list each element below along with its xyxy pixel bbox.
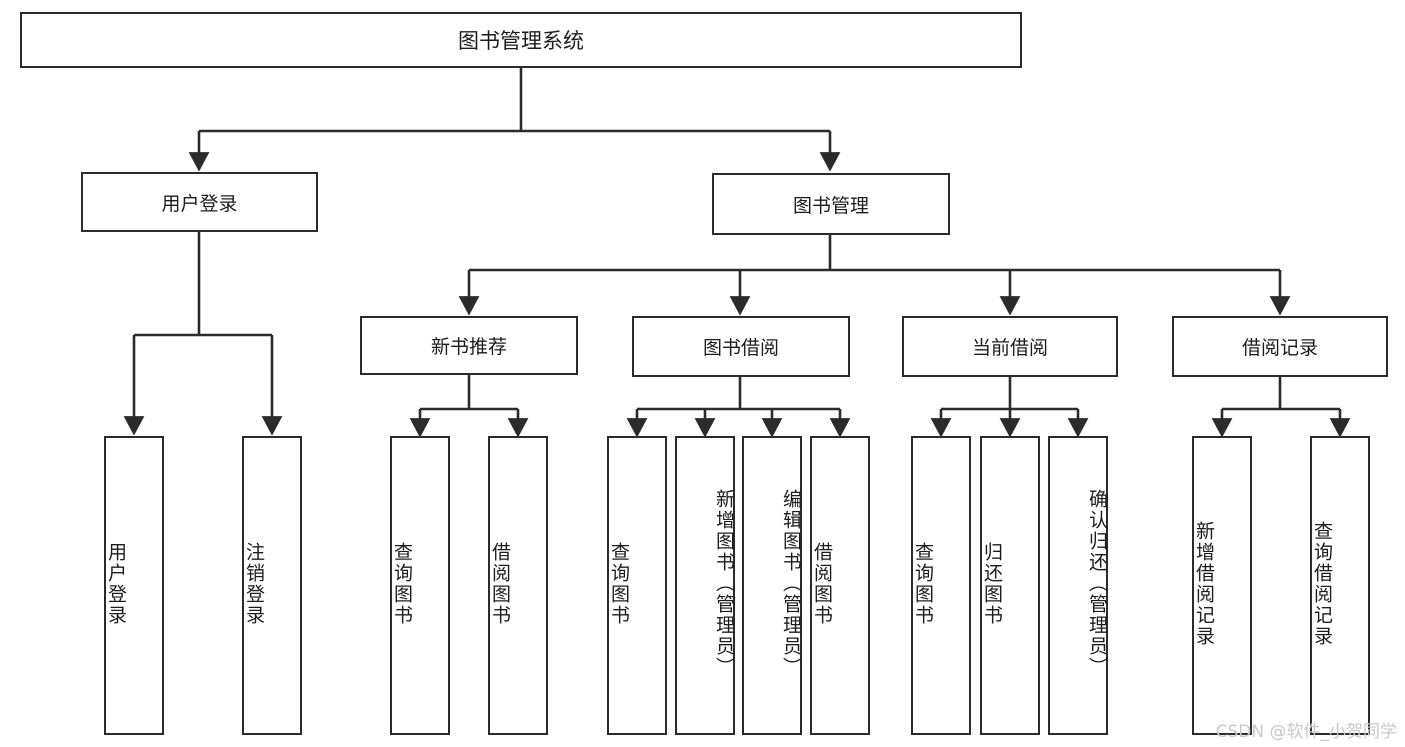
leaf-edit-book-admin[interactable]: 编辑图书（管理员） xyxy=(742,436,802,735)
node-current-borrow[interactable]: 当前借阅 xyxy=(902,316,1118,377)
node-root-system[interactable]: 图书管理系统 xyxy=(20,12,1022,68)
leaf-user-logout[interactable]: 注销登录 xyxy=(242,436,302,735)
node-new-book-recommend[interactable]: 新书推荐 xyxy=(360,316,578,375)
leaf-query-book-recommend[interactable]: 查询图书 xyxy=(390,436,450,735)
node-borrow-record[interactable]: 借阅记录 xyxy=(1172,316,1388,377)
leaf-query-book-current[interactable]: 查询图书 xyxy=(911,436,971,735)
node-book-management[interactable]: 图书管理 xyxy=(712,173,950,235)
leaf-return-book[interactable]: 归还图书 xyxy=(980,436,1040,735)
leaf-borrow-book-recommend[interactable]: 借阅图书 xyxy=(488,436,548,735)
leaf-user-login[interactable]: 用户登录 xyxy=(104,436,164,735)
node-book-borrow[interactable]: 图书借阅 xyxy=(632,316,850,377)
leaf-query-book-borrow[interactable]: 查询图书 xyxy=(607,436,667,735)
leaf-borrow-book[interactable]: 借阅图书 xyxy=(810,436,870,735)
node-user-login[interactable]: 用户登录 xyxy=(81,172,318,232)
csdn-watermark: CSDN @软件_小贺同学 xyxy=(1215,722,1397,742)
leaf-query-borrow-record[interactable]: 查询借阅记录 xyxy=(1310,436,1370,735)
leaf-add-book-admin[interactable]: 新增图书（管理员） xyxy=(675,436,735,735)
leaf-confirm-return-admin[interactable]: 确认归还（管理员） xyxy=(1048,436,1108,735)
leaf-add-borrow-record[interactable]: 新增借阅记录 xyxy=(1192,436,1252,735)
